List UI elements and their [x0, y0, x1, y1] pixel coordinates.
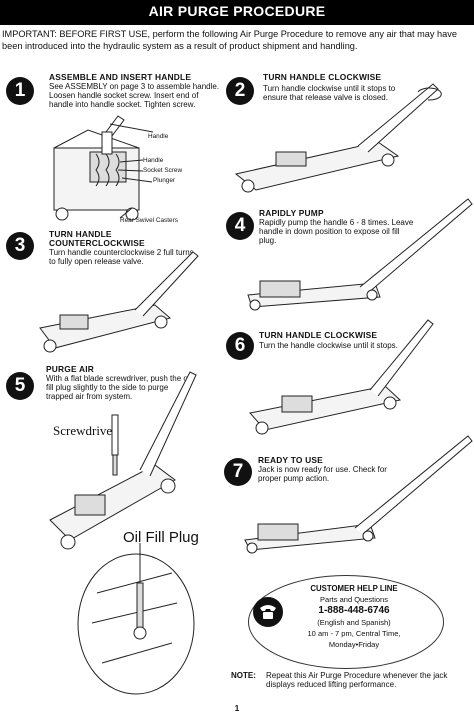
step-5-jack-illustration — [40, 370, 210, 560]
step-7-jack-illustration — [240, 432, 472, 557]
label-handle-2: Handle — [143, 157, 164, 164]
help-line-oval — [248, 575, 444, 669]
step-7-number: 7 — [224, 458, 252, 486]
step-5-text: With a flat blade screwdriver, push the … — [46, 374, 192, 401]
help-line-subtitle: Parts and Questions — [320, 595, 388, 604]
telephone-icon — [253, 597, 283, 627]
step-6-title: TURN HANDLE CLOCKWISE — [259, 330, 378, 340]
step-3-title: TURN HANDLE COUNTERCLOCKWISE — [49, 229, 145, 248]
step-6-text: Turn the handle clockwise until it stops… — [259, 341, 398, 350]
step-1-jack-illustration — [48, 118, 198, 228]
step-4-title: RAPIDLY PUMP — [259, 208, 324, 218]
step-1-title: ASSEMBLE AND INSERT HANDLE — [49, 72, 192, 82]
label-socket-screw: Socket Screw — [143, 167, 183, 174]
label-oil-fill-plug: Oil Fill Plug — [123, 529, 199, 546]
step-2-title: TURN HANDLE CLOCKWISE — [263, 72, 382, 82]
help-line-languages: (English and Spanish) — [317, 618, 391, 627]
header-bar — [0, 0, 474, 25]
step-3-jack-illustration — [35, 250, 210, 365]
step-3-number: 3 — [6, 232, 34, 260]
step-4-jack-illustration — [240, 195, 472, 315]
help-line-days: Monday•Friday — [328, 640, 380, 649]
step-6-jack-illustration — [240, 318, 440, 443]
step-1-number: 1 — [6, 77, 34, 105]
step-4-number: 4 — [226, 212, 254, 240]
note-text: Repeat this Air Purge Procedure whenever… — [266, 671, 448, 689]
oil-fill-plug-detail-illustration — [77, 553, 195, 696]
note-label: NOTE: — [231, 671, 256, 680]
step-5-title: PURGE AIR — [46, 364, 95, 374]
step-1-text: See ASSEMBLY on page 3 to assemble handl… — [49, 82, 220, 109]
intro-text: IMPORTANT: BEFORE FIRST USE, perform the… — [2, 29, 457, 51]
page-title: AIR PURGE PROCEDURE — [148, 3, 326, 19]
step-2-text: Turn handle clockwise until it stops to … — [263, 84, 396, 102]
label-handle: Handle — [148, 133, 169, 140]
step-5-number: 5 — [6, 372, 34, 400]
step-7-title: READY TO USE — [258, 455, 323, 465]
label-rear-casters: Rear Swivel Casters — [120, 217, 178, 224]
label-screwdriver: Screwdriver — [53, 423, 117, 438]
step-7-text: Jack is now ready for use. Check for pro… — [258, 465, 387, 483]
help-line-hours: 10 am - 7 pm, Central Time, — [307, 629, 401, 638]
step-4-text: Rapidly pump the handle 6 - 8 times. Lea… — [259, 218, 414, 245]
help-line-title: CUSTOMER HELP LINE — [310, 584, 398, 593]
step-2-jack-illustration — [228, 82, 468, 202]
step-2-number: 2 — [226, 77, 254, 105]
label-plunger: Plunger — [153, 177, 176, 184]
help-line-phone[interactable]: 1-888-448-6746 — [318, 605, 390, 616]
step-3-text: Turn handle counterclockwise 2 full turn… — [49, 248, 194, 266]
step-6-number: 6 — [226, 332, 254, 360]
page-number: 1 — [234, 704, 240, 713]
